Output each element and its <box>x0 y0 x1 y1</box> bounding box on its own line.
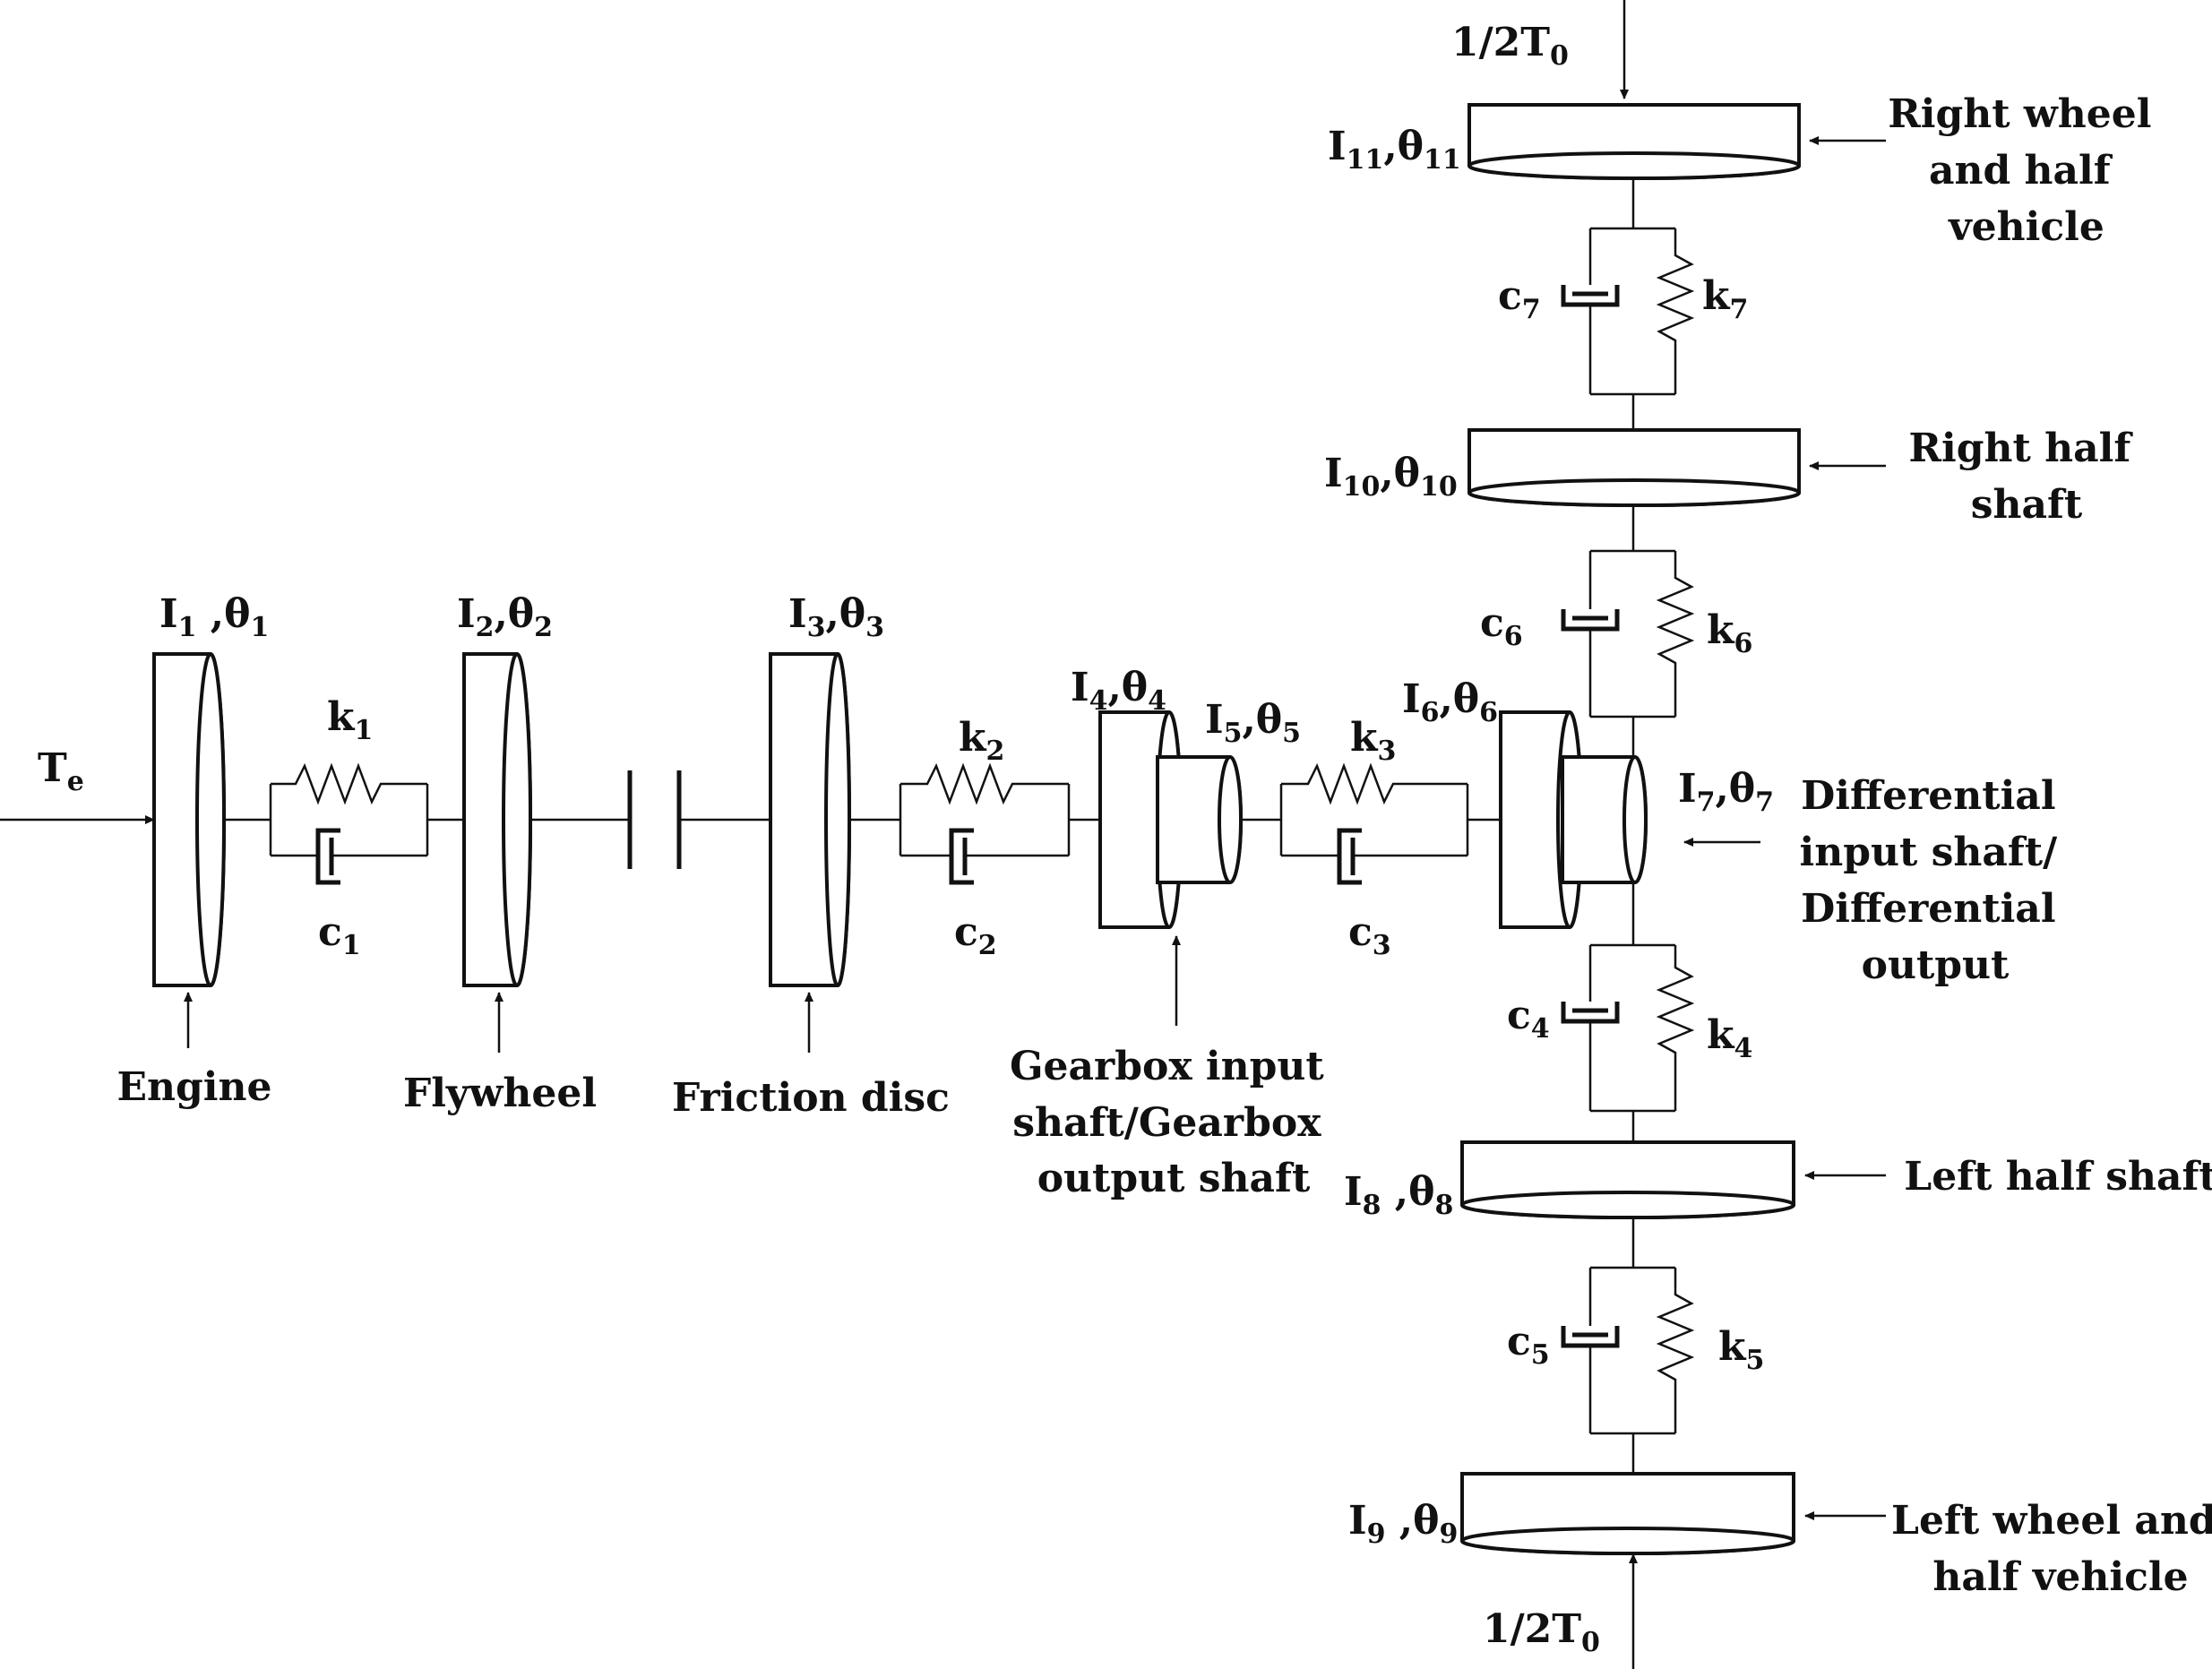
spring-k7 <box>1656 228 1695 394</box>
main-shaft <box>0 770 1501 869</box>
differential-label: Differential input shaft/ Differential o… <box>1799 773 2070 988</box>
spring-damper-1 <box>269 762 429 885</box>
inertia-label-10: I10,θ10 <box>1324 451 1458 503</box>
inertia-label-3: I3,θ3 <box>788 591 884 643</box>
damper-label-c3: c3 <box>1348 909 1391 961</box>
vertical-shaft <box>1620 0 1638 1669</box>
damper-c2 <box>949 828 974 885</box>
bottom-load-label: 1/2T0 <box>1483 1606 1600 1658</box>
differential-output-hub <box>1561 755 1648 884</box>
engine-torque-label: Te <box>38 745 84 797</box>
spring-damper-3 <box>1279 762 1469 885</box>
spring-label-k3: k3 <box>1350 715 1396 767</box>
spring-label-k7: k7 <box>1702 273 1748 325</box>
pointer-arrows <box>184 136 1886 1520</box>
flywheel-label: Flywheel <box>403 1071 597 1116</box>
left-half-shaft-disk <box>1460 1140 1795 1219</box>
spring-k4 <box>1656 945 1695 1111</box>
damper-label-c7: c7 <box>1498 273 1541 325</box>
right-wheel-label: Right wheel and half vehicle <box>1888 91 2165 250</box>
spring-k3 <box>1281 762 1467 805</box>
spring-label-k5: k5 <box>1718 1324 1764 1376</box>
spring-label-k4: k4 <box>1707 1012 1752 1064</box>
spring-label-k1: k1 <box>327 694 373 746</box>
damper-label-c1: c1 <box>318 909 361 961</box>
damper-label-c2: c2 <box>954 909 997 961</box>
friction-disc-disk <box>769 652 851 987</box>
spring-k1 <box>271 762 427 805</box>
spring-damper-6 <box>1561 549 1695 718</box>
spring-k6 <box>1656 551 1695 717</box>
spring-label-k2: k2 <box>959 715 1004 767</box>
right-wheel-disk <box>1467 103 1801 180</box>
inertia-label-7: I7,θ7 <box>1678 766 1774 818</box>
damper-label-c5: c5 <box>1507 1319 1550 1371</box>
top-load-label: 1/2T0 <box>1451 20 1569 72</box>
inertia-label-11: I11,θ11 <box>1328 124 1461 176</box>
spring-k5 <box>1656 1268 1695 1433</box>
spring-damper-2 <box>899 762 1071 885</box>
right-half-shaft-label: Right half shaft <box>1908 426 2144 528</box>
right-half-shaft-disk <box>1467 428 1801 507</box>
gearbox-label: Gearbox input shaft/Gearbox output shaft <box>1010 1044 1338 1201</box>
spring-damper-7 <box>1561 227 1695 396</box>
inertia-label-4: I4,θ4 <box>1071 665 1166 717</box>
inertia-label-6: I6,θ6 <box>1402 676 1498 728</box>
spring-damper-4 <box>1561 943 1695 1113</box>
inertia-label-1: I1 ,θ1 <box>159 591 269 643</box>
inertia-label-2: I2,θ2 <box>457 591 553 643</box>
inertia-label-8: I8 ,θ8 <box>1344 1169 1453 1221</box>
friction-disc-label: Friction disc <box>672 1075 950 1121</box>
spring-damper-5 <box>1561 1266 1695 1435</box>
inertia-label-5: I5,θ5 <box>1205 697 1301 749</box>
inertia-label-9: I9 ,θ9 <box>1348 1498 1458 1550</box>
engine-disk <box>152 652 226 987</box>
left-wheel-disk <box>1460 1472 1795 1555</box>
left-wheel-label: Left wheel and half vehicle <box>1891 1498 2212 1600</box>
damper-c3 <box>1337 828 1362 885</box>
damper-c1 <box>315 828 340 885</box>
spring-k2 <box>900 762 1069 805</box>
gearbox-output-hub <box>1156 755 1243 884</box>
engine-label: Engine <box>117 1064 272 1110</box>
spring-label-k6: k6 <box>1707 607 1752 659</box>
left-half-shaft-label: Left half shaft <box>1904 1154 2212 1200</box>
flywheel-disk <box>462 652 532 987</box>
damper-label-c6: c6 <box>1480 600 1523 652</box>
damper-label-c4: c4 <box>1507 993 1550 1045</box>
